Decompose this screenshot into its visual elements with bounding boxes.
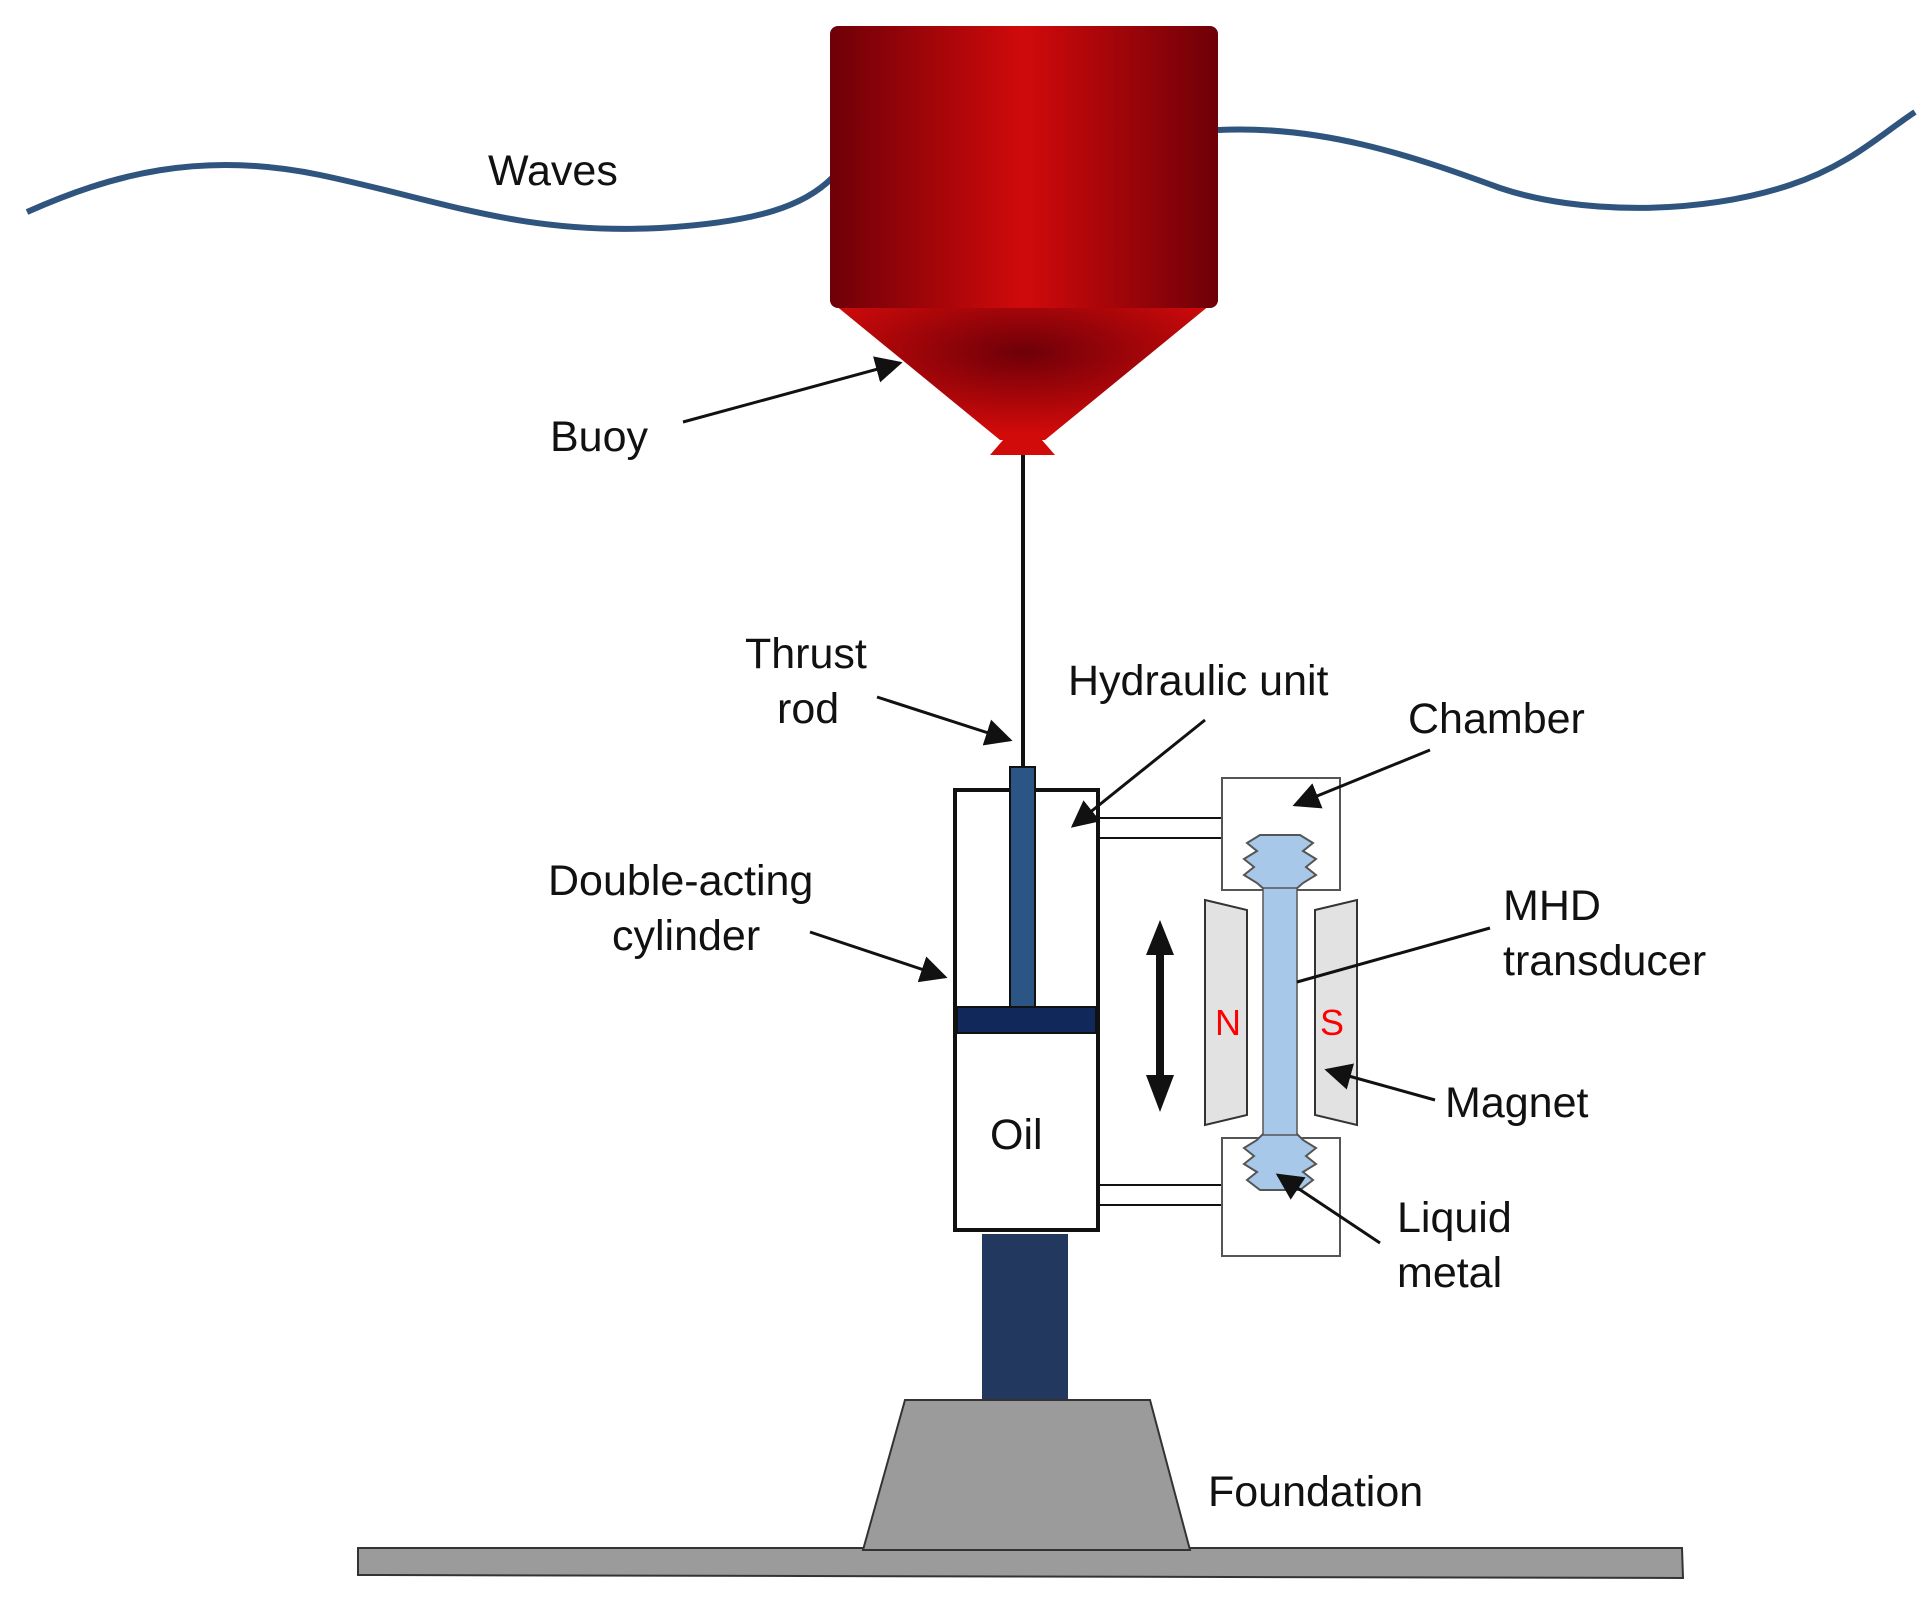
hydraulic-unit-pointer [1070, 718, 1206, 828]
oil-label: Oil [990, 1111, 1043, 1159]
waves-label: Waves [488, 147, 618, 195]
chamber-label: Chamber [1408, 695, 1585, 743]
hydraulic-pipes [1100, 817, 1222, 1206]
mhd-label-line1: MHD [1503, 882, 1601, 930]
thrust-rod-label-line2: rod [777, 685, 839, 733]
liquid-metal-label-line2: metal [1397, 1249, 1502, 1297]
chamber-pointer [1292, 748, 1431, 809]
thrust-rod-label-line1: Thrust [745, 630, 867, 678]
foundation-block [861, 1399, 1192, 1551]
motion-arrow-up-head [1146, 920, 1174, 955]
foundation-base [357, 1547, 1685, 1580]
mhd-label-line2: transducer [1503, 937, 1706, 985]
piston-rod [1009, 766, 1036, 1013]
liquid-metal-bottom-bellows [1242, 1131, 1318, 1191]
buoy [830, 26, 1218, 455]
double-acting-cylinder [953, 766, 1100, 1232]
magnet-pointer [1324, 1063, 1436, 1102]
buoy-pointer [682, 356, 903, 424]
buoy-cone [835, 305, 1210, 440]
liquid-metal-pointer [1275, 1173, 1381, 1245]
wave-line-left [25, 161, 835, 232]
liquid-metal-label-line1: Liquid [1397, 1194, 1512, 1242]
piston-head [956, 1006, 1097, 1034]
magnet-label: Magnet [1445, 1079, 1588, 1127]
north-pole-label: N [1215, 1002, 1241, 1043]
magnet-north [1204, 898, 1248, 1127]
liquid-metal-top-bellows [1242, 834, 1318, 891]
cylinder-label-line2: cylinder [612, 912, 760, 960]
buoy-body [830, 26, 1218, 308]
liquid-metal-column [1262, 887, 1298, 1136]
motion-arrow [1146, 920, 1174, 1112]
cylinder-pedestal [982, 1234, 1068, 1406]
foundation-label: Foundation [1208, 1468, 1423, 1516]
hydraulic-unit-label: Hydraulic unit [1068, 657, 1329, 705]
mhd-pointer [1296, 926, 1491, 984]
motion-arrow-down-head [1146, 1075, 1174, 1112]
south-pole-label: S [1320, 1002, 1344, 1043]
buoy-tip [990, 432, 1055, 455]
buoy-label: Buoy [550, 413, 649, 461]
cylinder-pointer [809, 930, 948, 983]
wave-line-right [1217, 109, 1917, 211]
cylinder-label-line1: Double-acting [548, 857, 813, 905]
thrust-rod-pointer [876, 695, 1013, 746]
